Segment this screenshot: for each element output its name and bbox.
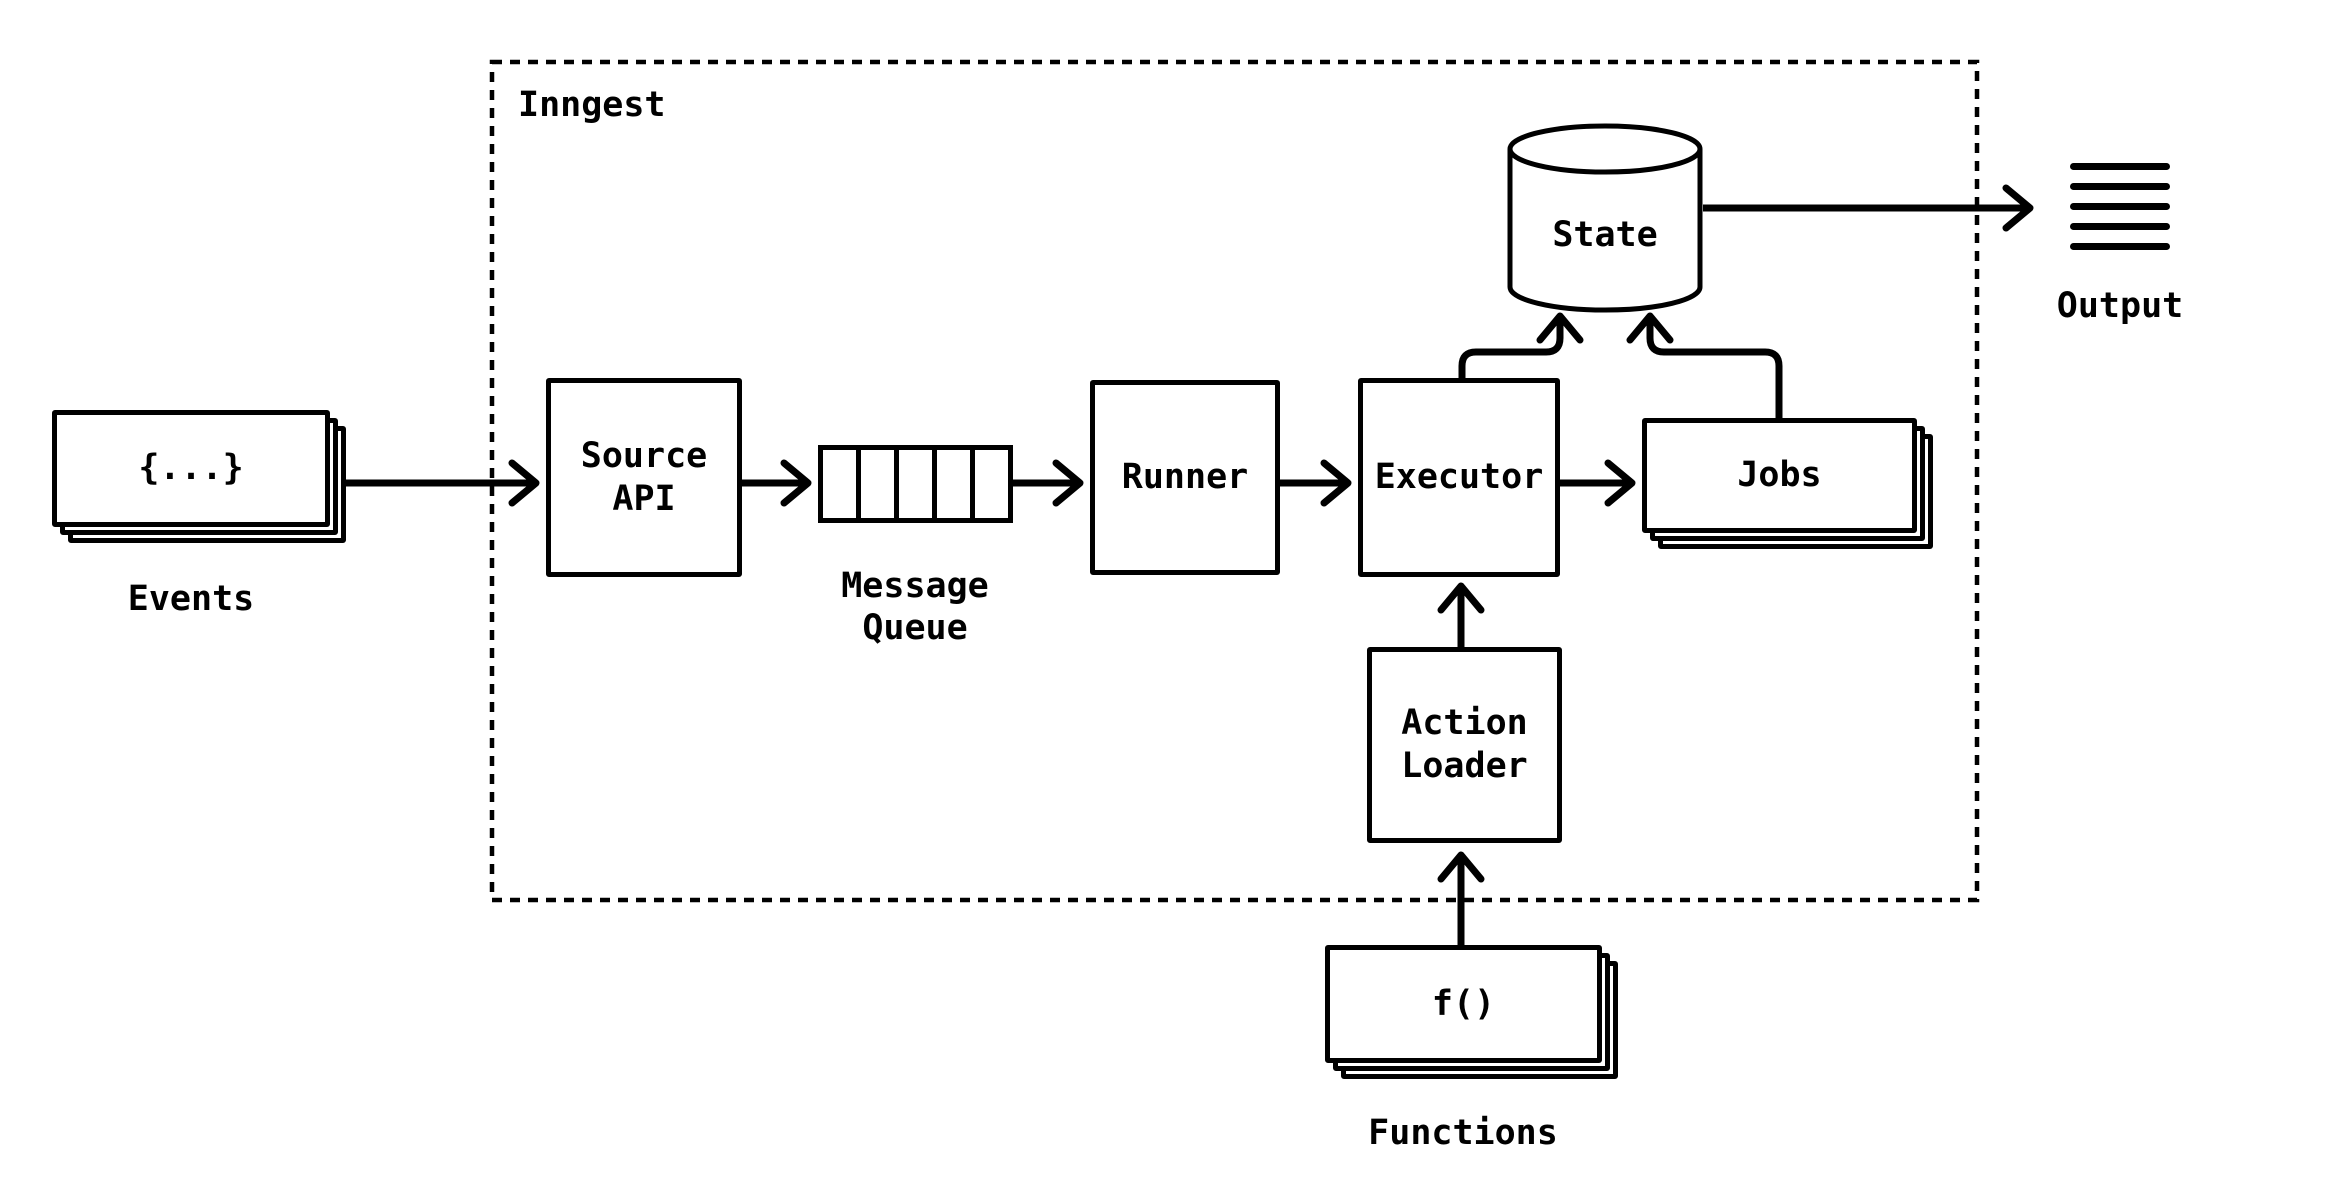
- queue-cell: [899, 450, 937, 518]
- message-queue-icon: [818, 445, 1013, 523]
- action-loader-node: Action Loader: [1367, 647, 1562, 843]
- executor-node: Executor: [1358, 378, 1560, 577]
- arrow-jobs-to-state: [1626, 312, 1783, 418]
- functions-caption: Functions: [1368, 1113, 1558, 1153]
- events-node-label: {...}: [138, 448, 244, 489]
- output-bar: [2070, 163, 2170, 170]
- queue-cell: [937, 450, 975, 518]
- output-bar: [2070, 183, 2170, 190]
- functions-node: f(): [1325, 945, 1602, 1063]
- queue-cell: [823, 450, 861, 518]
- events-node: {...}: [52, 410, 330, 527]
- action-loader-node-label: Action Loader: [1401, 703, 1528, 786]
- queue-cell: [975, 450, 1008, 518]
- jobs-node-label: Jobs: [1737, 455, 1822, 496]
- events-caption: Events: [127, 579, 255, 619]
- runner-node-label: Runner: [1121, 457, 1249, 498]
- output-bar: [2070, 203, 2170, 210]
- queue-cell: [861, 450, 899, 518]
- inngest-container-label: Inngest: [518, 85, 666, 125]
- output-bar: [2070, 243, 2170, 250]
- jobs-node: Jobs: [1642, 418, 1917, 533]
- executor-node-label: Executor: [1374, 457, 1544, 498]
- message-queue-caption: Message Queue: [841, 566, 989, 648]
- output-lines-icon: [2070, 163, 2170, 263]
- source-api-node-label: Source API: [580, 435, 708, 519]
- state-node-label: State: [1552, 215, 1658, 255]
- functions-node-label: f(): [1431, 983, 1496, 1024]
- runner-node: Runner: [1090, 380, 1280, 575]
- source-api-node: Source API: [546, 378, 742, 577]
- output-caption: Output: [2056, 286, 2184, 326]
- arrow-executor-to-state: [1458, 312, 1584, 378]
- output-bar: [2070, 223, 2170, 230]
